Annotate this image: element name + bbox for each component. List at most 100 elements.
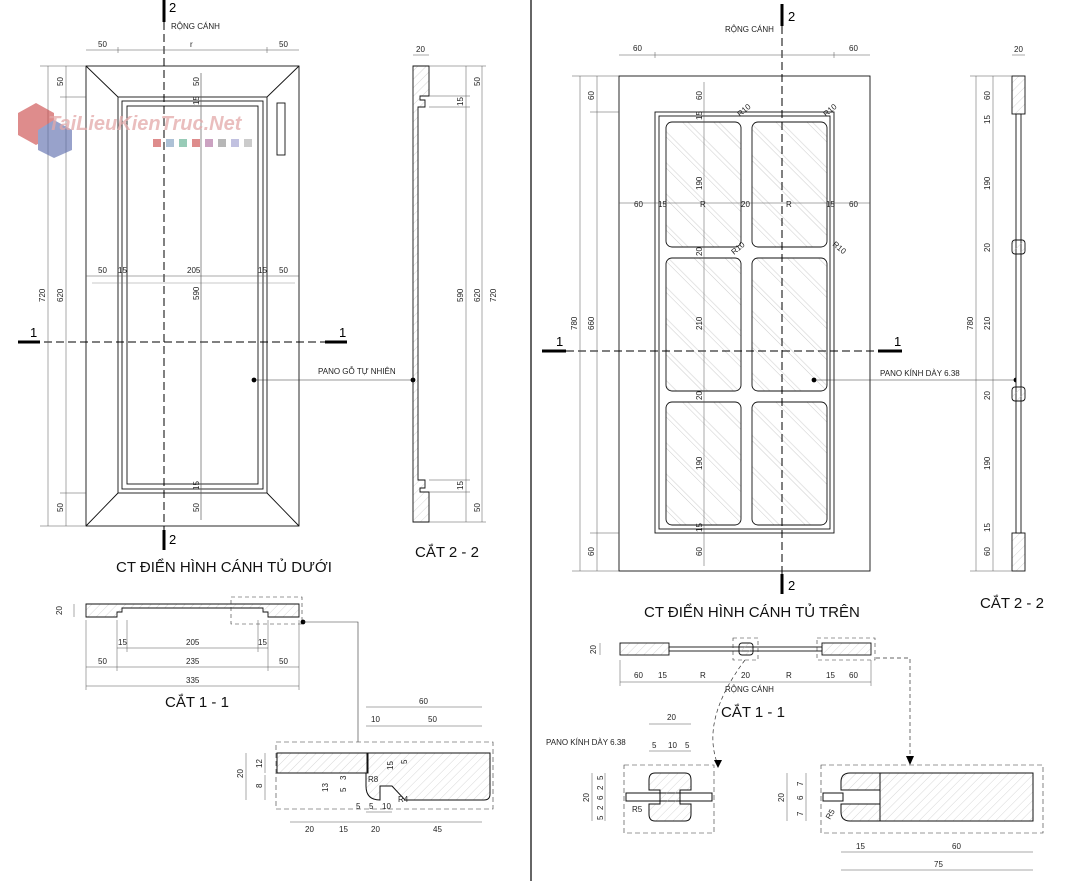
left-outer-dim: 720 [38, 288, 47, 302]
left-mid-dim: 15 [258, 266, 267, 275]
left-sec22-dim: 720 [489, 288, 498, 302]
right-outer-dim: 60 [587, 91, 596, 100]
left-outer-dim: 50 [56, 503, 65, 512]
right-detail2-frame [820, 764, 1044, 834]
right-detail1-dim: 2 [596, 805, 605, 810]
right-cut-mark-bottom: 2 [788, 578, 795, 593]
right-inner-dim: 190 [695, 456, 704, 470]
right-section11-dims [599, 643, 872, 686]
right-sec11-dim: 20 [741, 671, 750, 680]
left-detail-dim: 5 [339, 787, 348, 792]
left-detail-dim: 5 [356, 802, 361, 811]
right-detail2-dim: R5 [824, 807, 837, 821]
right-sec22-dim: 190 [983, 456, 992, 470]
right-detail1-profile [625, 772, 713, 822]
right-sec22-dim: 780 [966, 316, 975, 330]
right-mid-dim: R [786, 200, 792, 209]
left-mid-dim: 205 [187, 266, 201, 275]
right-mid-dim: 60 [634, 200, 643, 209]
right-detail1-dim: 5 [596, 775, 605, 780]
left-detail-dim: 3 [339, 775, 348, 780]
left-cut-ticks [18, 0, 347, 550]
right-detail1-frame [623, 764, 715, 834]
door-handle [276, 102, 286, 156]
left-sec22-dim: 620 [473, 288, 482, 302]
left-sec22-dim: 15 [456, 97, 465, 106]
left-sec22-dim: 50 [473, 503, 482, 512]
right-cut-ticks [542, 4, 902, 594]
left-detail-profile [276, 752, 491, 801]
right-sec22-dim: 15 [983, 115, 992, 124]
right-detail1-dims [591, 723, 691, 821]
right-sec22-dim: 60 [983, 91, 992, 100]
left-sec11-side-dim: 20 [55, 606, 64, 615]
left-title: CT ĐIỂN HÌNH CÁNH TỦ DƯỚI [116, 558, 332, 576]
text-layer: TaiLieuKienTruc.Net CT ĐIỂN HÌNH CÁNH TỦ… [30, 0, 1044, 869]
left-detail-dim: 13 [321, 783, 330, 792]
right-detail2-dim: 7 [796, 811, 805, 816]
left-outer-dim: 620 [56, 288, 65, 302]
left-inner-vert-dim: 15 [192, 96, 201, 105]
left-cut-mark-bottom: 2 [169, 532, 176, 547]
right-section11-callouts [732, 637, 876, 661]
left-detail-dim: 8 [255, 783, 264, 788]
right-detail2-dim: 20 [777, 793, 786, 802]
left-detail-dim: 10 [382, 802, 391, 811]
right-detail1-dim: 2 [596, 785, 605, 790]
right-rong-canh: RỘNG CÁNH [725, 25, 774, 34]
right-sec11-dim: 15 [658, 671, 667, 680]
right-sec11-dim: R [786, 671, 792, 680]
left-section11-dims [73, 604, 300, 690]
right-cut-lines [566, 26, 884, 574]
right-top-dim: 60 [633, 44, 642, 53]
right-pano-label: PANO KÍNH DÀY 6.38 [880, 369, 960, 378]
left-rong-canh: RỘNG CÁNH [171, 22, 220, 31]
right-inner-dim: 60 [695, 91, 704, 100]
left-detail-dim: 20 [236, 769, 245, 778]
right-detail2-dims [786, 773, 1033, 871]
right-inner-dim: 20 [695, 391, 704, 400]
right-outer-dim: 660 [587, 316, 596, 330]
right-cut-mark-top: 2 [788, 9, 795, 24]
left-sec22-dim: 50 [473, 77, 482, 86]
right-detail1-dim: 5 [652, 741, 657, 750]
left-section11 [85, 603, 300, 618]
right-pano-leader [811, 377, 1019, 383]
right-detail1-dim: 6 [596, 795, 605, 800]
left-detail-dim: 50 [428, 715, 437, 724]
right-detail2-dim: 7 [796, 781, 805, 786]
left-top-dim: r [190, 40, 193, 49]
right-door-elevation [618, 75, 871, 572]
right-sec11-dim: R [700, 671, 706, 680]
right-sec22-dim: 190 [983, 176, 992, 190]
right-inner-dim: 60 [695, 547, 704, 556]
right-sec22-dim: 15 [983, 523, 992, 532]
left-sec11-dim: 335 [186, 676, 200, 685]
right-inner-dim: 15 [695, 523, 704, 532]
left-detail-dim: R8 [368, 775, 379, 784]
right-detail2-dim: 75 [934, 860, 943, 869]
right-inner-dim: 210 [695, 316, 704, 330]
left-detail-callout [230, 596, 303, 625]
right-detail1-dim: 10 [668, 741, 677, 750]
right-detail1-dim: 5 [596, 815, 605, 820]
right-title: CT ĐIỂN HÌNH CÁNH TỦ TRÊN [644, 603, 860, 621]
left-cut-mark-right: 1 [339, 325, 346, 340]
right-section11-title: CẮT 1 - 1 [721, 703, 785, 721]
right-inner-dim: 20 [695, 247, 704, 256]
left-detail-dim: 10 [371, 715, 380, 724]
left-detail-dim: 12 [255, 759, 264, 768]
right-detail-leaders [712, 657, 911, 766]
left-detail-dim: 20 [371, 825, 380, 834]
right-section11 [619, 642, 872, 656]
left-detail-dim: R4 [398, 795, 409, 804]
right-dim-lines [572, 52, 870, 572]
right-detail2-dim: 6 [796, 795, 805, 800]
right-detail1-dim: 20 [582, 793, 591, 802]
left-detail-frame [275, 741, 494, 810]
right-detail1-dim: 20 [667, 713, 676, 722]
left-detail-dim: 5 [400, 759, 409, 764]
left-detail-dim: 15 [339, 825, 348, 834]
right-inner-dim: 190 [695, 176, 704, 190]
